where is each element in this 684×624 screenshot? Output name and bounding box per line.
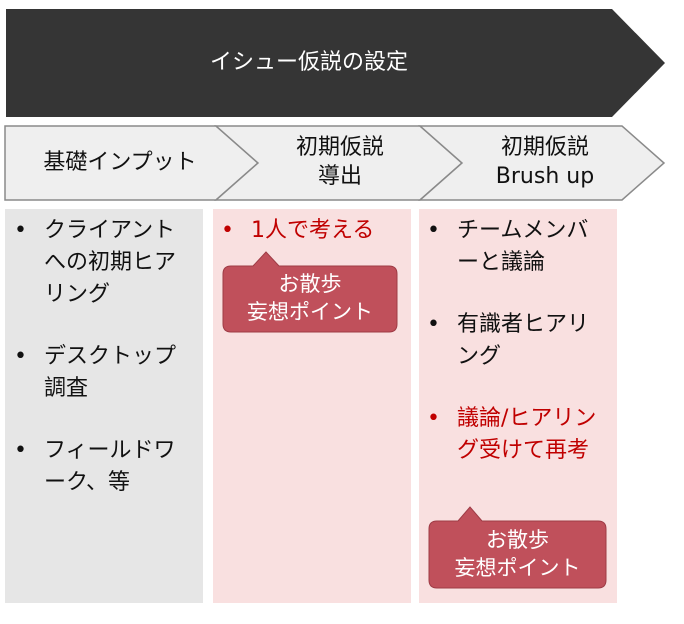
callout-line: 妄想ポイント <box>454 556 581 580</box>
list-item: デスクトップ調査 <box>14 341 194 405</box>
list-item: 議論/ヒアリング受けて再考 <box>427 403 605 467</box>
brushup-list: チームメンバーと議論 有識者ヒアリング 議論/ヒアリング受けて再考 <box>427 215 605 467</box>
list-item: チームメンバーと議論 <box>427 215 605 279</box>
callout-line: 妄想ポイント <box>247 300 373 324</box>
input-list: クライアントへの初期ヒアリング デスクトップ調査 フィールドワーク、等 <box>14 215 194 499</box>
column-initial-hypothesis: 1人で考える <box>221 209 406 609</box>
column-brush-up: チームメンバーと議論 有識者ヒアリング 議論/ヒアリング受けて再考 <box>427 209 605 609</box>
callout-shape-1 <box>222 251 398 333</box>
callout-text-2: お散歩 妄想ポイント <box>429 526 606 582</box>
banner-title: イシュー仮説の設定 <box>209 49 408 75</box>
callout-line: お散歩 <box>278 272 342 296</box>
callout-line: お散歩 <box>486 528 549 552</box>
list-item: 1人で考える <box>221 215 406 247</box>
step-label-brush-up: 初期仮説 Brush up <box>495 135 595 189</box>
step-label-initial-hypothesis: 初期仮説 導出 <box>295 135 384 189</box>
list-item: クライアントへの初期ヒアリング <box>14 215 194 311</box>
step-chevron-3 <box>418 125 666 201</box>
list-item: フィールドワーク、等 <box>14 435 194 499</box>
step-label-input: 基礎インプット <box>43 149 197 175</box>
callout-text-1: お散歩 妄想ポイント <box>223 270 397 326</box>
list-item: 有識者ヒアリング <box>427 309 605 373</box>
column-input: クライアントへの初期ヒアリング デスクトップ調査 フィールドワーク、等 <box>14 209 194 609</box>
hypothesis-list: 1人で考える <box>221 215 406 247</box>
banner-arrow <box>6 9 665 117</box>
callout-shape-2 <box>428 506 607 589</box>
